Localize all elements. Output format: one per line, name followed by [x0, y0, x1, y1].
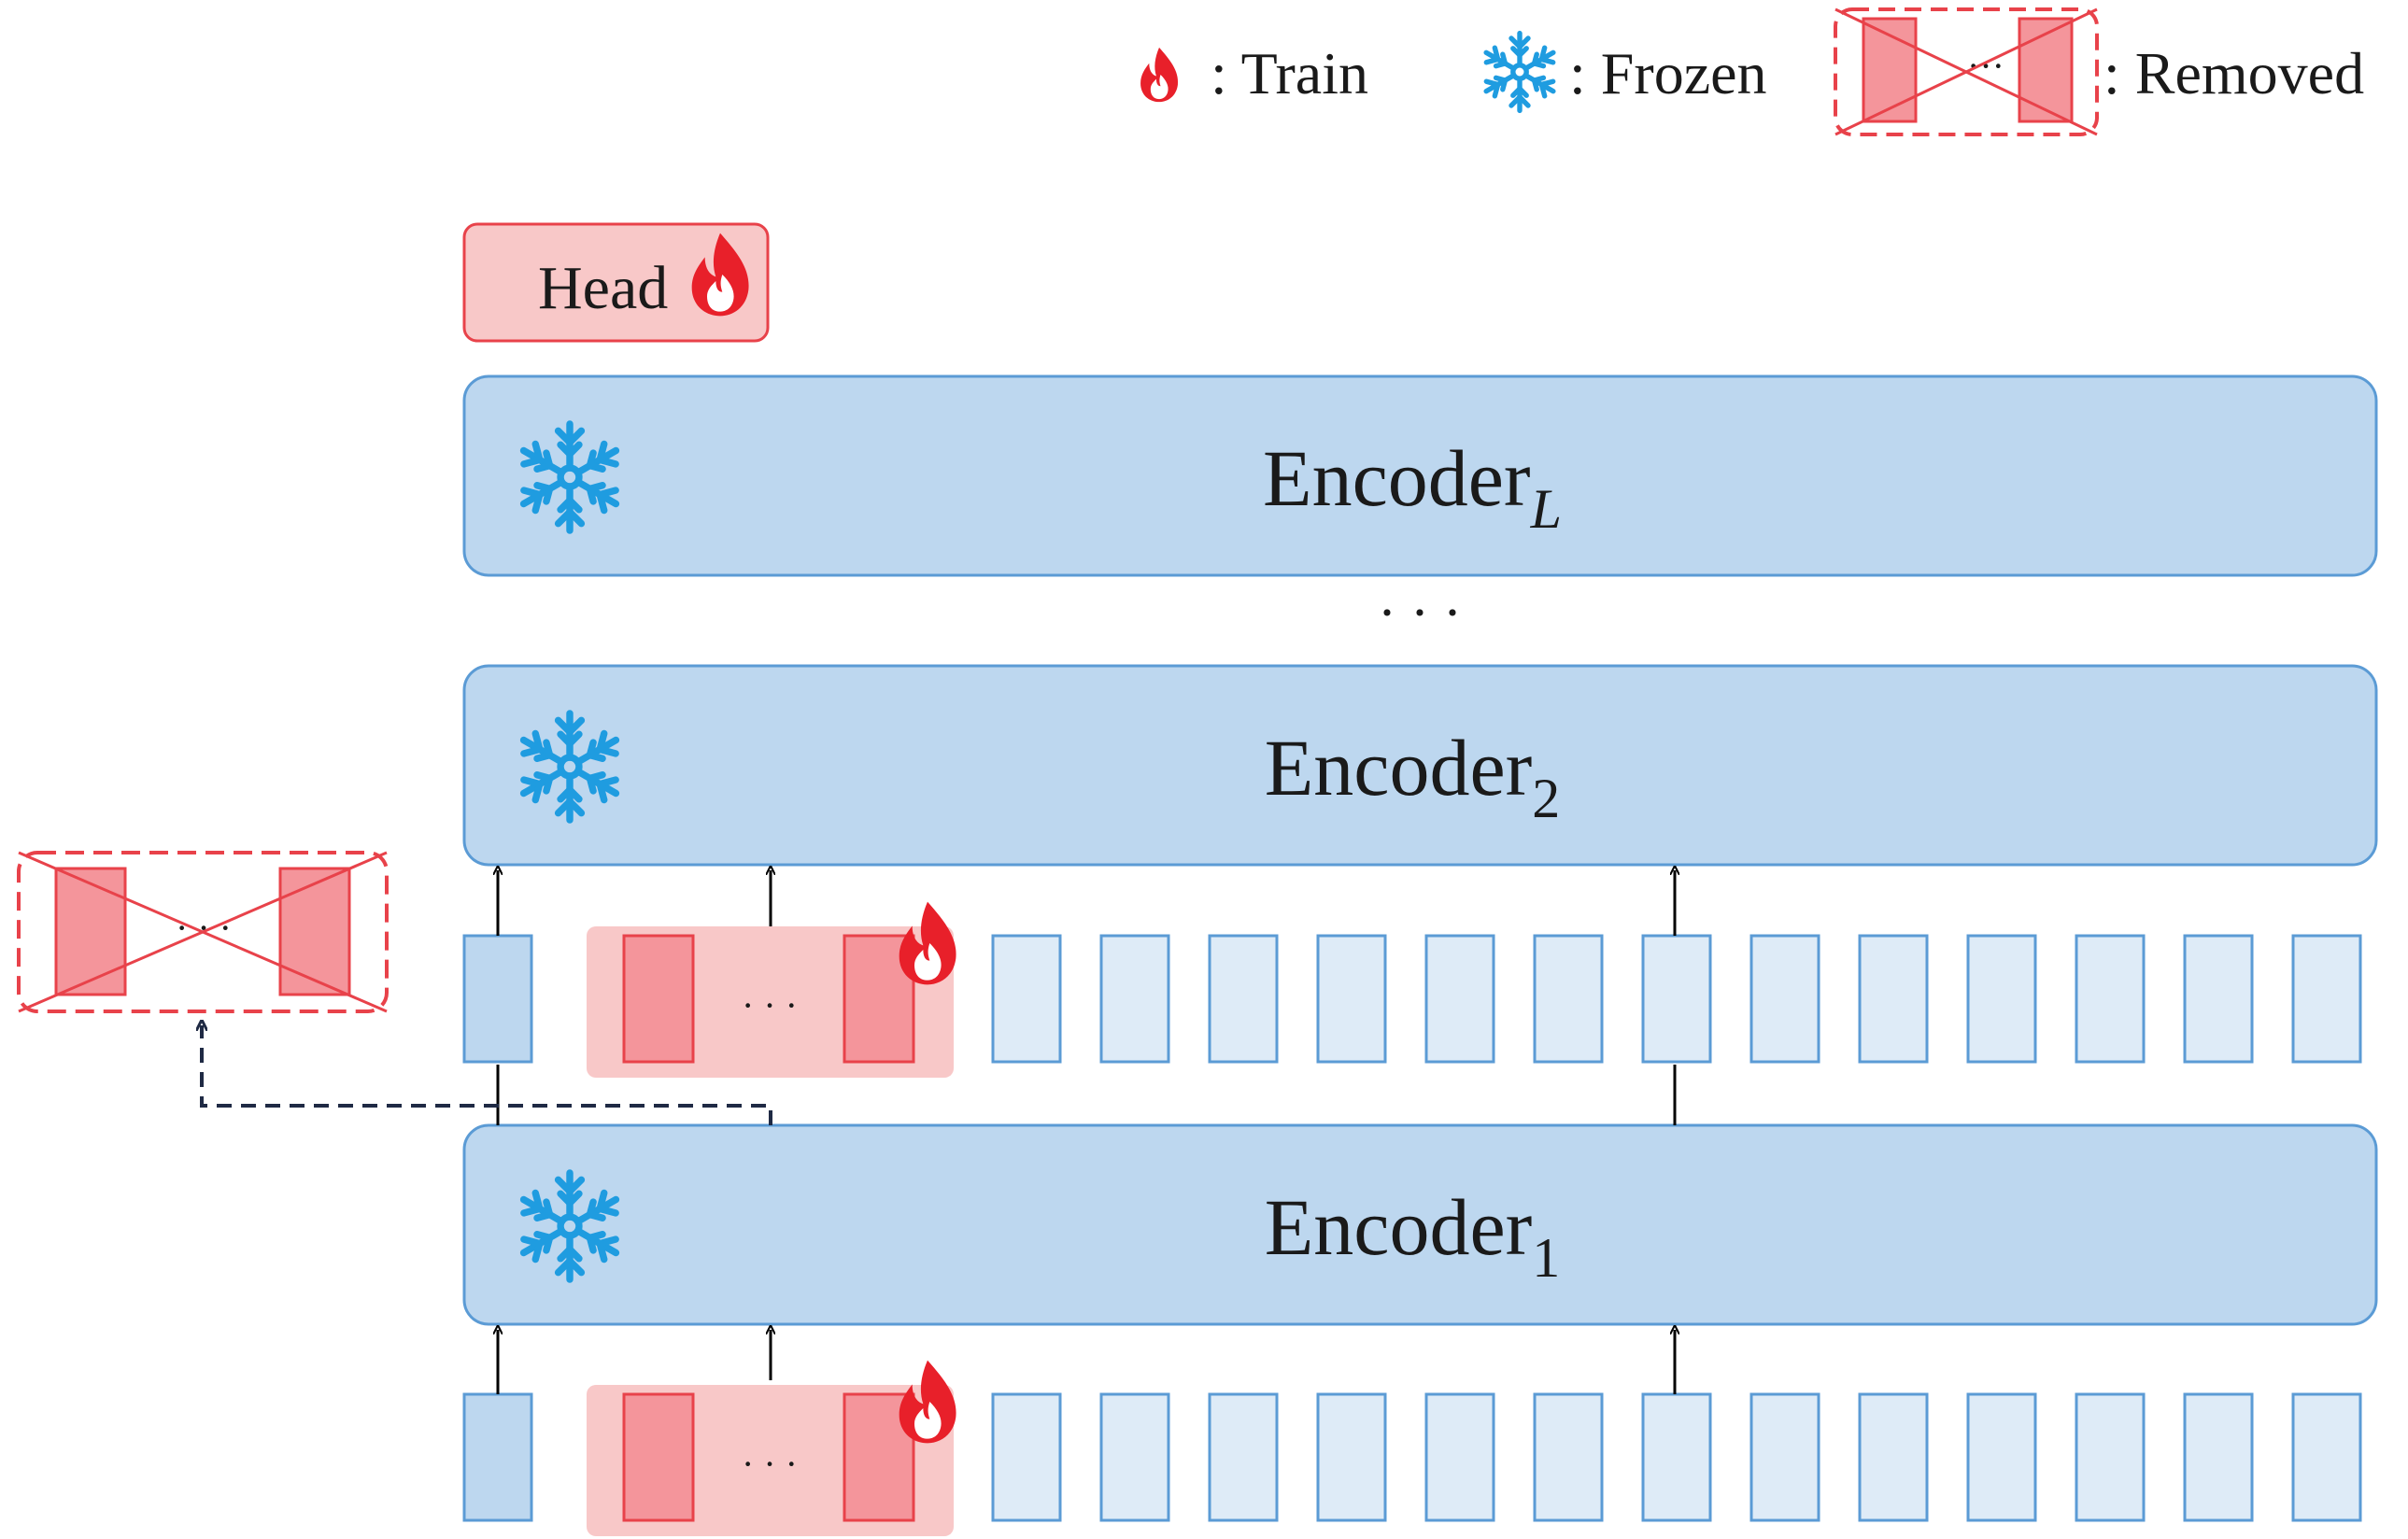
patch-token	[1966, 934, 2037, 1064]
encoder-l-label: EncoderL	[1263, 433, 1562, 540]
legend-removed-label: : Removed	[2103, 40, 2364, 106]
encoder-l: EncoderL	[462, 374, 2378, 577]
patch-token	[1099, 1392, 1170, 1522]
legend-train-label: : Train	[1211, 40, 1368, 106]
flame-icon	[899, 1360, 956, 1444]
patch-token	[1424, 1392, 1495, 1522]
patch-token	[991, 1392, 1062, 1522]
prompt-token	[622, 1392, 695, 1522]
prompt-token	[622, 934, 695, 1064]
flame-icon	[1140, 47, 1179, 103]
prompt-group-dots: · · ·	[742, 1443, 798, 1485]
encoder-1-label: Encoder1	[1265, 1182, 1561, 1289]
legend-frozen-label: : Frozen	[1569, 40, 1767, 106]
legend-removed-symbol: ···	[1834, 7, 2099, 136]
patch-token	[1749, 1392, 1820, 1522]
encoder-ellipsis: · · ·	[1378, 582, 1462, 643]
patch-token	[1533, 1392, 1604, 1522]
prompt-group: · · ·	[587, 1360, 956, 1536]
removed-prompts: · · ·	[17, 851, 389, 1013]
snowflake-icon	[1482, 34, 1558, 111]
encoder-1-output-lines	[496, 1065, 1677, 1125]
encoder-1: Encoder1	[462, 1123, 2378, 1326]
patch-token	[2291, 1392, 2362, 1522]
cls-token	[462, 934, 533, 1064]
patch-token	[1424, 934, 1495, 1064]
patch-token	[1208, 934, 1279, 1064]
patch-token	[1316, 934, 1387, 1064]
head-label: Head	[538, 254, 668, 322]
head-block: Head	[462, 222, 770, 343]
patch-token	[1858, 934, 1929, 1064]
cls-token	[462, 1392, 533, 1522]
token-row-2: · · ·	[462, 1360, 2362, 1536]
patch-token	[2183, 934, 2254, 1064]
patch-token	[2183, 1392, 2254, 1522]
patch-token	[1208, 1392, 1279, 1522]
patch-token	[1641, 1392, 1712, 1522]
patch-token	[1966, 1392, 2037, 1522]
prompt-group: · · ·	[587, 901, 956, 1078]
patch-token	[1316, 1392, 1387, 1522]
legend: : Train : Frozen ··· : Removed	[1140, 7, 2364, 136]
patch-token	[1099, 934, 1170, 1064]
patch-token	[1858, 1392, 1929, 1522]
encoder-2: Encoder2	[462, 664, 2378, 867]
patch-token	[1749, 934, 1820, 1064]
removed-prompts-dots: · · ·	[176, 907, 232, 949]
arrows-to-encoder-2	[498, 870, 1675, 936]
patch-token	[2291, 934, 2362, 1064]
patch-token	[2075, 934, 2146, 1064]
token-rows: · · · · · ·	[462, 901, 2362, 1536]
patch-token	[2075, 1392, 2146, 1522]
patch-token	[991, 934, 1062, 1064]
arrows-to-encoder-1	[498, 1330, 1675, 1394]
patch-token	[1641, 934, 1712, 1064]
dashed-arrow-to-removed	[202, 1025, 772, 1125]
encoder-2-label: Encoder2	[1265, 723, 1561, 829]
patch-token	[1533, 934, 1604, 1064]
prompt-group-dots: · · ·	[742, 984, 798, 1026]
token-row-1: · · ·	[462, 901, 2362, 1078]
flame-icon	[899, 901, 956, 985]
